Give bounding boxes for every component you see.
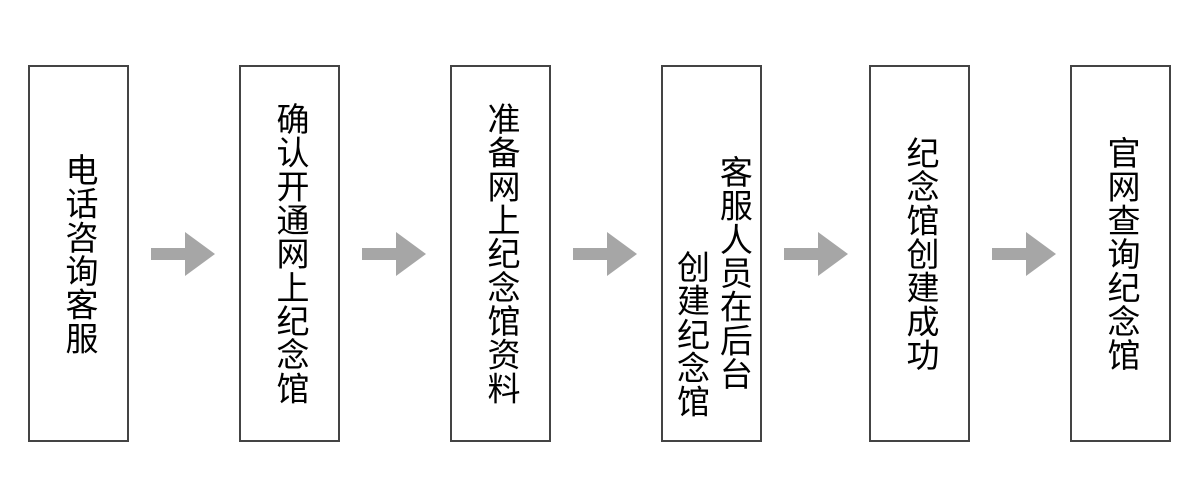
right-arrow-icon-4 <box>784 230 848 278</box>
flow-step-label: 电话咨询客服 <box>59 152 99 355</box>
flow-step-label-column-right: 客服人员在后台 <box>714 154 754 391</box>
right-arrow-icon-3 <box>573 230 637 278</box>
right-arrow-icon-1 <box>151 230 215 278</box>
flow-step-label: 纪念馆创建成功 <box>900 135 940 372</box>
flow-step-label: 准备网上纪念馆资料 <box>481 102 521 405</box>
flow-step-memorial-created-success[interactable]: 纪念馆创建成功 <box>869 65 970 442</box>
flow-step-label: 官网查询纪念馆 <box>1101 135 1141 372</box>
flow-step-support-staff-create-memorial[interactable]: 客服人员在后台 创建纪念馆 <box>661 65 762 442</box>
flow-step-prepare-memorial-materials[interactable]: 准备网上纪念馆资料 <box>450 65 551 442</box>
flow-step-label: 确认开通网上纪念馆 <box>270 102 310 405</box>
flow-step-confirm-open-online-memorial[interactable]: 确认开通网上纪念馆 <box>239 65 340 442</box>
flow-step-label-column-left: 创建纪念馆 <box>671 250 711 419</box>
right-arrow-icon-5 <box>992 230 1056 278</box>
flow-step-query-memorial-on-official-site[interactable]: 官网查询纪念馆 <box>1070 65 1171 442</box>
flow-step-phone-consult-support[interactable]: 电话咨询客服 <box>28 65 129 442</box>
right-arrow-icon-2 <box>362 230 426 278</box>
